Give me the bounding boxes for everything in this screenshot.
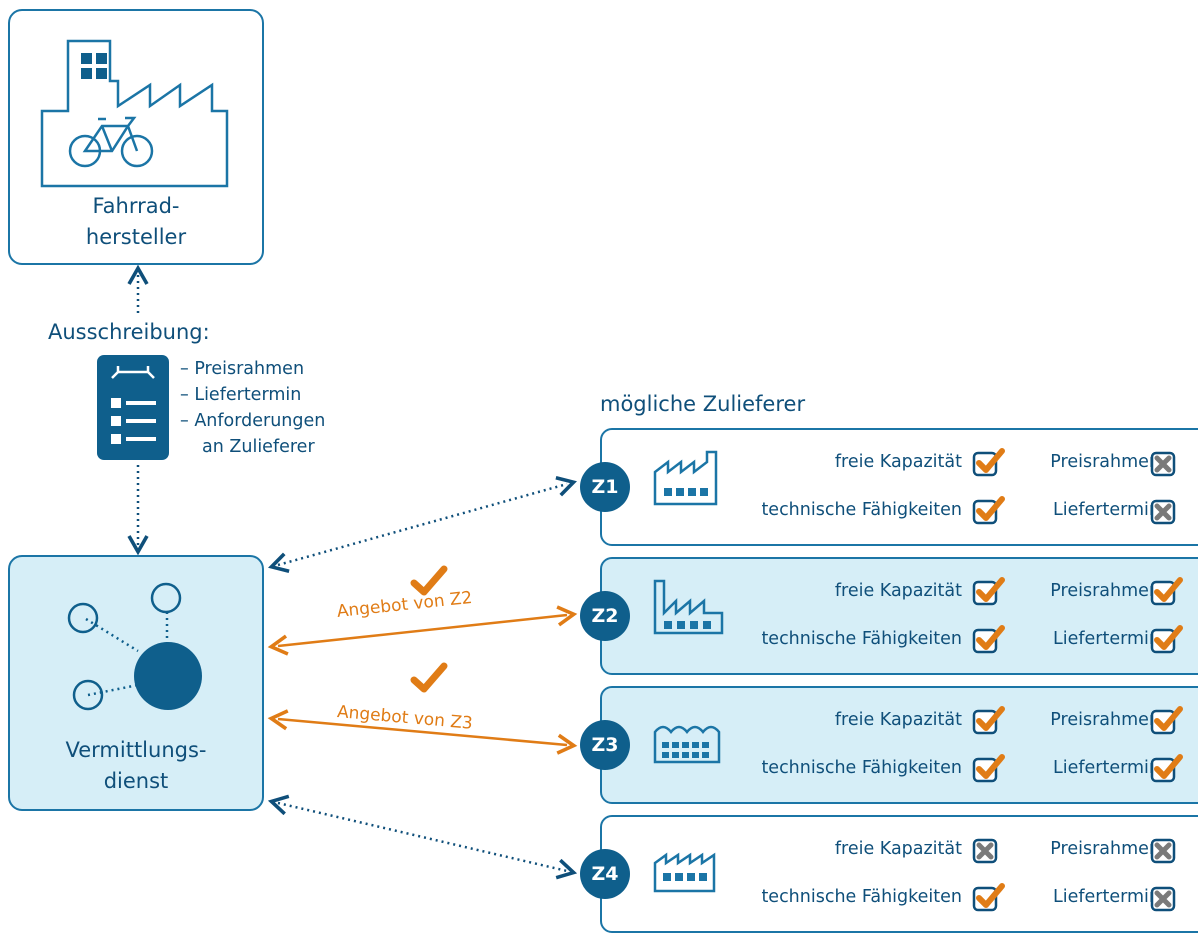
criterion-tech-label: technische Fähigkeiten bbox=[761, 629, 962, 649]
link-z1 bbox=[268, 476, 577, 573]
supplier-badge-z2: Z2 bbox=[580, 591, 630, 641]
service-title-line2: dienst bbox=[103, 769, 169, 793]
manufacturer-box: Fahrrad- hersteller bbox=[8, 9, 264, 265]
criterion-date-label: Liefertermin bbox=[1052, 629, 1160, 649]
supplier-card-z4: freie Kapazität Preisrahmen technische Fäh… bbox=[600, 815, 1198, 933]
criterion-tech-status bbox=[972, 883, 1006, 913]
manufacturer-title-line1: Fahrrad- bbox=[92, 194, 180, 218]
checkbox-checked bbox=[972, 754, 1005, 783]
checkbox-checked bbox=[1150, 625, 1183, 654]
criteria-row-1: freie Kapazität Preisrahmen bbox=[602, 706, 1198, 740]
service-title: Vermittlungs- dienst bbox=[10, 735, 262, 797]
supplier-badge-z3: Z3 bbox=[580, 720, 630, 770]
criterion-tech-status bbox=[972, 754, 1006, 784]
tender-title: Ausschreibung: bbox=[48, 320, 210, 344]
suppliers-heading: mögliche Zulieferer bbox=[600, 392, 806, 416]
criterion-price-status bbox=[1150, 706, 1184, 736]
criterion-capacity-label: freie Kapazität bbox=[834, 839, 962, 859]
criterion-date-label: Liefertermin bbox=[1052, 500, 1160, 520]
criterion-price-status bbox=[1150, 448, 1184, 478]
service-title-line1: Vermittlungs- bbox=[65, 738, 207, 762]
criteria-row-2: technische Fähigkeiten Liefertermin bbox=[602, 883, 1198, 917]
criterion-capacity-label: freie Kapazität bbox=[834, 452, 962, 472]
tender-item: – Liefertermin bbox=[180, 385, 302, 405]
checkbox-crossed bbox=[1150, 838, 1176, 864]
checkbox-checked bbox=[1150, 754, 1183, 783]
checkbox-checked bbox=[972, 448, 1005, 477]
criterion-capacity-status bbox=[972, 835, 1006, 865]
criterion-price-label: Preisrahmen bbox=[1050, 710, 1160, 730]
factory-icon bbox=[653, 852, 716, 893]
criterion-tech-label: technische Fähigkeiten bbox=[761, 887, 962, 907]
tender-requirements: – Preisrahmen – Liefertermin – Anforderu… bbox=[180, 356, 325, 460]
criterion-price-label: Preisrahmen bbox=[1050, 452, 1160, 472]
criterion-price-status bbox=[1150, 577, 1184, 607]
criterion-date-status bbox=[1150, 496, 1184, 526]
supplier-badge-z1: Z1 bbox=[580, 462, 630, 512]
criterion-price-label: Preisrahmen bbox=[1050, 581, 1160, 601]
checkbox-crossed bbox=[972, 838, 998, 864]
service-box: Vermittlungs- dienst bbox=[8, 555, 264, 811]
tender-item: – Preisrahmen bbox=[180, 359, 305, 379]
criterion-capacity-status bbox=[972, 706, 1006, 736]
checkbox-checked bbox=[972, 577, 1005, 606]
criterion-date-label: Liefertermin bbox=[1052, 887, 1160, 907]
factory-icon bbox=[653, 450, 718, 506]
criteria-row-2: technische Fähigkeiten Liefertermin bbox=[602, 754, 1198, 788]
supplier-card-z1: freie Kapazität Preisrahmen technische Fäh… bbox=[600, 428, 1198, 546]
checkbox-checked bbox=[972, 883, 1005, 912]
checkbox-checked bbox=[1150, 706, 1183, 735]
criterion-tech-label: technische Fähigkeiten bbox=[761, 758, 962, 778]
manufacturer-title-line2: hersteller bbox=[85, 225, 187, 249]
checkbox-crossed bbox=[1150, 886, 1176, 912]
criteria-row-2: technische Fähigkeiten Liefertermin bbox=[602, 625, 1198, 659]
criterion-capacity-status bbox=[972, 577, 1006, 607]
criterion-capacity-status bbox=[972, 448, 1006, 478]
criterion-tech-status bbox=[972, 496, 1006, 526]
criterion-date-label: Liefertermin bbox=[1052, 758, 1160, 778]
checkmark-icon bbox=[410, 565, 448, 596]
supplier-card-z3: freie Kapazität Preisrahmen technische Fäh… bbox=[600, 686, 1198, 804]
criterion-price-status bbox=[1150, 835, 1184, 865]
criterion-date-status bbox=[1150, 625, 1184, 655]
criteria-row-1: freie Kapazität Preisrahmen bbox=[602, 448, 1198, 482]
tender-item: – Anforderungen bbox=[180, 411, 326, 431]
supplier-card-z2: freie Kapazität Preisrahmen technische Fäh… bbox=[600, 557, 1198, 675]
checkbox-checked bbox=[972, 706, 1005, 735]
checkbox-crossed bbox=[1150, 451, 1176, 477]
tender-item: an Zulieferer bbox=[202, 437, 315, 457]
network-icon bbox=[67, 582, 202, 711]
manufacturer-title: Fahrrad- hersteller bbox=[10, 191, 262, 253]
checkbox-checked bbox=[972, 625, 1005, 654]
criterion-capacity-label: freie Kapazität bbox=[834, 581, 962, 601]
bicycle-factory-icon bbox=[40, 39, 229, 188]
factory-icon bbox=[653, 579, 724, 635]
factory-icon bbox=[653, 725, 721, 764]
criterion-capacity-label: freie Kapazität bbox=[834, 710, 962, 730]
criteria-row-2: technische Fähigkeiten Liefertermin bbox=[602, 496, 1198, 530]
link-z4 bbox=[267, 794, 578, 880]
criterion-tech-status bbox=[972, 625, 1006, 655]
link-z2 bbox=[267, 605, 578, 656]
checkmark-icon bbox=[410, 662, 448, 693]
checkbox-checked bbox=[972, 496, 1005, 525]
criterion-date-status bbox=[1150, 883, 1184, 913]
criteria-row-1: freie Kapazität Preisrahmen bbox=[602, 577, 1198, 611]
criterion-price-label: Preisrahmen bbox=[1050, 839, 1160, 859]
criteria-row-1: freie Kapazität Preisrahmen bbox=[602, 838, 1198, 869]
supplier-badge-z4: Z4 bbox=[580, 849, 630, 899]
link-z3 bbox=[267, 709, 578, 755]
checkbox-checked bbox=[1150, 577, 1183, 606]
checkbox-crossed bbox=[1150, 499, 1176, 525]
criterion-tech-label: technische Fähigkeiten bbox=[761, 500, 962, 520]
criterion-date-status bbox=[1150, 754, 1184, 784]
